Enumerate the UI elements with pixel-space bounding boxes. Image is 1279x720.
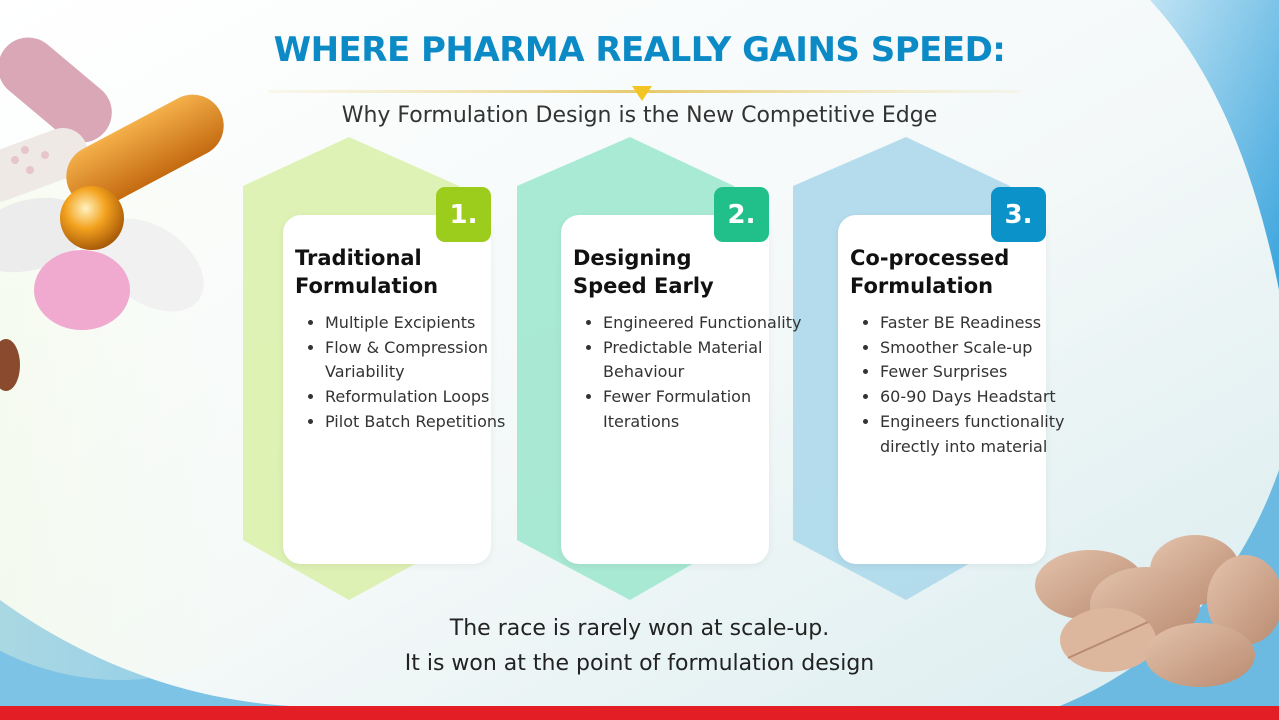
page-title: WHERE PHARMA REALLY GAINS SPEED: bbox=[273, 30, 1006, 70]
list-item: Pilot Batch Repetitions bbox=[325, 410, 525, 435]
list-item: Multiple Excipients bbox=[325, 311, 525, 336]
tablets-right-image bbox=[1035, 535, 1279, 687]
list-item: Fewer Surprises bbox=[880, 360, 1080, 385]
bullet-list: Multiple Excipients Flow & Compression V… bbox=[293, 311, 525, 435]
card-title-line2: Formulation bbox=[295, 274, 439, 298]
list-item: Predictable Material Behaviour bbox=[603, 336, 803, 385]
pills-left-image bbox=[0, 37, 224, 391]
list-item: Fewer Formulation Iterations bbox=[603, 385, 803, 434]
list-item: Faster BE Readiness bbox=[880, 311, 1080, 336]
step-number-badge-3: 3. bbox=[991, 187, 1046, 242]
footer-red-bar bbox=[0, 706, 1279, 720]
footer-tagline-line1: The race is rarely won at scale-up. bbox=[449, 616, 830, 641]
card-title-line2: Speed Early bbox=[573, 274, 714, 298]
bullet-list: Faster BE Readiness Smoother Scale-up Fe… bbox=[848, 311, 1080, 459]
list-item: Engineers functionality directly into ma… bbox=[880, 410, 1080, 459]
card-title: Co-processed Formulation bbox=[850, 244, 1045, 300]
list-item: Flow & Compression Variability bbox=[325, 336, 525, 385]
card-title-line1: Traditional bbox=[295, 246, 422, 270]
footer-tagline-line2: It is won at the point of formulation de… bbox=[404, 651, 875, 676]
step-number-badge-2: 2. bbox=[714, 187, 769, 242]
page-subtitle: Why Formulation Design is the New Compet… bbox=[341, 103, 938, 128]
step-number-badge-1: 1. bbox=[436, 187, 491, 242]
card-traditional-formulation: 1. Traditional Formulation Multiple Exci… bbox=[283, 187, 505, 564]
card-title-line1: Designing bbox=[573, 246, 692, 270]
card-designing-speed-early: 2. Designing Speed Early Engineered Func… bbox=[561, 187, 801, 564]
list-item: Engineered Functionality bbox=[603, 311, 803, 336]
bullet-list: Engineered Functionality Predictable Mat… bbox=[571, 311, 803, 435]
list-item: Smoother Scale-up bbox=[880, 336, 1080, 361]
list-item: 60-90 Days Headstart bbox=[880, 385, 1080, 410]
list-item: Reformulation Loops bbox=[325, 385, 525, 410]
card-title: Designing Speed Early bbox=[573, 244, 768, 300]
card-title-line1: Co-processed bbox=[850, 246, 1010, 270]
card-title-line2: Formulation bbox=[850, 274, 994, 298]
card-title: Traditional Formulation bbox=[295, 244, 490, 300]
card-co-processed-formulation: 3. Co-processed Formulation Faster BE Re… bbox=[838, 187, 1064, 564]
